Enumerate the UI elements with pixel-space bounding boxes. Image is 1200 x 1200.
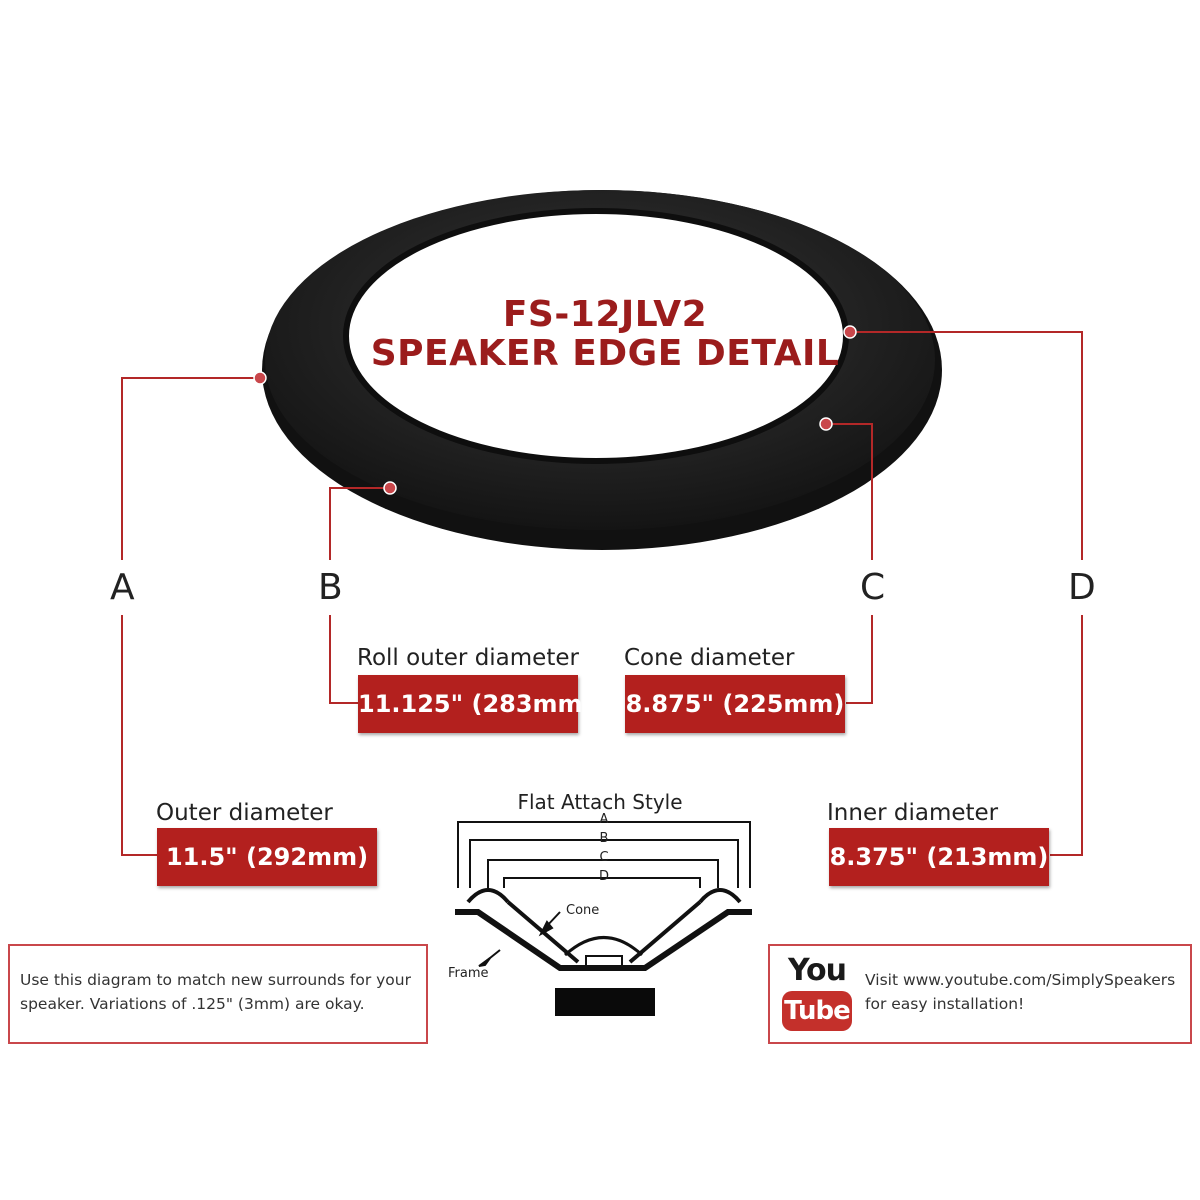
youtube-logo-you: You [788,953,847,988]
connector-a-bottom [121,615,157,856]
page-title: SPEAKER EDGE DETAIL [370,333,840,374]
diagram-title: Flat Attach Style [517,790,683,814]
diagram-letter-d: D [598,869,609,884]
instruction-note-line2: speaker. Variations of .125" (3mm) are o… [20,995,365,1013]
youtube-note-line1[interactable]: Visit www.youtube.com/SimplySpeakers [865,971,1176,989]
connector-a-top [121,377,260,560]
magnet [555,988,655,1016]
instruction-note [8,944,428,1044]
roll-outer-diameter-value: 11.125" (283mm) [358,675,594,733]
diagram-letter-b: B [599,831,609,846]
connector-c-top [826,423,873,560]
flat-attach-diagram [455,821,752,971]
youtube-note-line2: for easy installation! [865,995,1025,1013]
marker-c: C [860,567,886,608]
inner-diameter-value: 8.375" (213mm) [829,828,1049,886]
marker-dot-c [819,417,833,431]
marker-dot-d [843,325,857,339]
product-title: FS-12JLV2 [502,294,708,335]
youtube-logo-tube: Tube [782,991,852,1031]
diagram-letter-a: A [599,812,609,827]
outer-diameter-label: Outer diameter [156,800,333,826]
outer-diameter-value: 11.5" (292mm) [157,828,377,886]
connector-b-top [329,487,390,560]
diagram-letter-c: C [599,850,609,865]
cone-diameter-label: Cone diameter [624,645,795,671]
diagram-cone-label: Cone [566,903,600,918]
marker-dot-a [253,371,267,385]
marker-dot-b [383,481,397,495]
cone-diameter-value: 8.875" (225mm) [625,675,845,733]
marker-b: B [318,567,343,608]
inner-diameter-label: Inner diameter [827,800,999,826]
diagram-frame-label: Frame [448,966,489,981]
connector-b-bottom [329,615,358,704]
instruction-note-line1: Use this diagram to match new surrounds … [20,971,411,989]
marker-a: A [110,567,135,608]
connector-c-bottom [846,615,873,704]
connector-d-bottom [1050,615,1083,856]
connector-d-top [850,331,1083,560]
youtube-logo[interactable]: You Tube [778,951,856,1033]
ring-hole [346,211,846,461]
marker-d: D [1068,567,1096,608]
roll-outer-diameter-label: Roll outer diameter [357,645,579,671]
